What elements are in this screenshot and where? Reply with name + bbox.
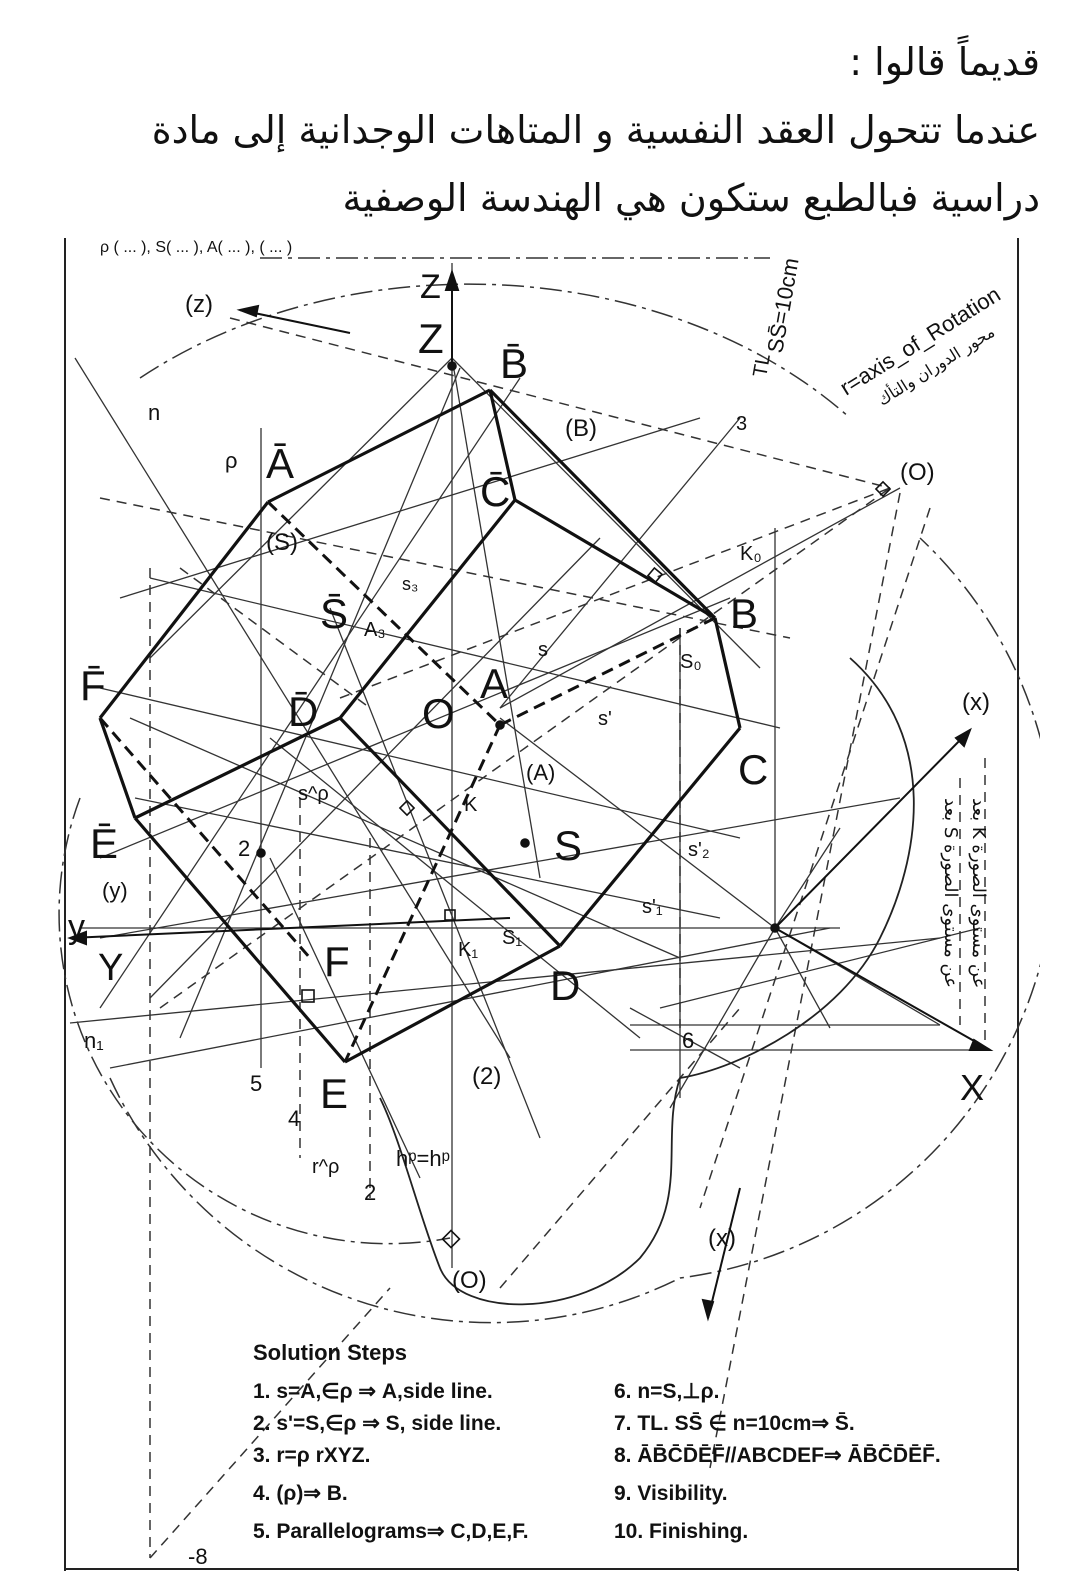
label-S-paren: (S) <box>266 529 298 556</box>
label-s: s <box>538 639 548 661</box>
label-Z: Z <box>418 315 444 362</box>
label-SS-10cm: SS̄=10cm <box>762 256 803 355</box>
label-K0: K₀ <box>740 543 762 565</box>
rotation-arcs <box>58 257 1040 1324</box>
label-E-bar: Ē <box>90 820 118 867</box>
label-F-bar: F̄ <box>80 662 106 709</box>
step-4: 4. (ρ)⇒ B. <box>253 1482 348 1505</box>
label-D: D <box>550 962 580 1009</box>
label-S-bar: S̄ <box>320 590 348 637</box>
label-6: 6 <box>682 1028 694 1053</box>
step-10: 10. Finishing. <box>614 1520 748 1543</box>
label-4: 4 <box>288 1106 300 1131</box>
label-X: X <box>960 1067 984 1108</box>
label-r-rho: r^ρ <box>312 1156 339 1178</box>
label-2-paren: (2) <box>472 1063 501 1090</box>
label-K1: K₁ <box>458 939 478 961</box>
steps-title: Solution Steps <box>253 1340 407 1365</box>
label-s2-prime: s'₂ <box>688 839 710 861</box>
label-x-paren-low: (x) <box>708 1225 736 1252</box>
label-h-equal: hᵖ=hᵖ <box>396 1146 450 1171</box>
label-B-paren: (B) <box>565 415 597 442</box>
label-z-small: (z) <box>185 291 213 318</box>
dashed-construction <box>99 317 986 1559</box>
label-dist-S: بعد S عن مستوى الصورة <box>940 798 961 988</box>
label-n: n <box>148 400 160 425</box>
label-B: B <box>730 590 758 637</box>
label-n1: n₁ <box>84 1028 104 1053</box>
label-O-paren: (O) <box>452 1267 487 1294</box>
step-2: 2. s'=S,∈ρ ⇒ S, side line. <box>253 1412 501 1435</box>
axes <box>67 268 994 1322</box>
label-S1: S₁ <box>502 927 522 949</box>
profile-curve <box>379 657 915 1306</box>
step-1: 1. s=A,∈ρ ⇒ A,side line. <box>253 1380 493 1403</box>
descriptive-geometry-drawing: ρ ( ... ), S( ... ), A( ... ), ( ... ) (… <box>40 238 1040 1571</box>
label-Z-top: Z <box>420 268 441 306</box>
label-A-bar: Ā <box>266 440 294 487</box>
arabic-caption: قديماً قالوا : عندما تتحول العقد النفسية… <box>40 28 1040 232</box>
label-TL: TL <box>749 352 775 379</box>
label-F: F <box>324 938 350 985</box>
label-S: S <box>554 822 582 869</box>
geometry-labels: ρ ( ... ), S( ... ), A( ... ), ( ... ) (… <box>68 239 1005 1569</box>
label-top-clip: ρ ( ... ), S( ... ), A( ... ), ( ... ) <box>100 239 292 256</box>
label-K: K <box>464 794 478 816</box>
markers <box>256 361 892 1249</box>
step-3: 3. r=ρ rXYZ. <box>253 1444 370 1467</box>
construction-lines <box>69 263 991 1268</box>
label-y: y <box>68 908 85 946</box>
label-S0: S₀ <box>680 651 702 673</box>
label-A: A <box>480 660 508 707</box>
label-C-bar: C̄ <box>480 468 510 515</box>
drawing-frame <box>64 238 1019 1571</box>
label-C: C <box>738 746 768 793</box>
label-dist-K: بعد K عن مستوى الصورة <box>968 798 989 988</box>
solution-steps: Solution Steps 1. s=A,∈ρ ⇒ A,side line. … <box>253 1340 941 1543</box>
label-x-paren-top: (x) <box>962 689 990 716</box>
label-s3: s₃ <box>402 574 418 594</box>
label-Y: Y <box>98 947 123 989</box>
label-A3: A₃ <box>364 619 385 641</box>
label-2-bottom: 2 <box>364 1180 376 1205</box>
label-5: 5 <box>250 1071 262 1096</box>
label-3: 3 <box>736 413 747 435</box>
label-O-paren-top: (O) <box>900 459 935 486</box>
label-s1-prime: s'₁ <box>642 896 663 918</box>
label-2: 2 <box>238 836 250 861</box>
caption-line-1: قديماً قالوا : <box>849 40 1040 84</box>
step-8: 8. ĀB̄C̄D̄ĒF̄//ABCDEF⇒ ĀB̄C̄D̄ĒF̄. <box>614 1444 941 1467</box>
step-7: 7. TL. SS̄ ∈ n=10cm⇒ S̄. <box>614 1412 855 1435</box>
step-9: 9. Visibility. <box>614 1482 728 1505</box>
caption-line-3: دراسية فبالطبع ستكون هي الهندسة الوصفية <box>342 176 1040 220</box>
label-A-paren: (A) <box>526 760 555 785</box>
label-rho-v: ρ <box>225 448 238 473</box>
label-s-prime: s' <box>598 708 612 730</box>
label-O: O <box>422 690 455 737</box>
caption-line-2: عندما تتحول العقد النفسية و المتاهات الو… <box>151 108 1040 152</box>
label-B-bar: B̄ <box>500 340 528 387</box>
hidden-edges <box>98 500 716 1063</box>
main-solid-outline <box>98 388 742 1064</box>
label-s-rho: s^ρ <box>298 783 329 805</box>
label-minus-8: -8 <box>188 1544 208 1569</box>
label-D-bar: D̄ <box>288 688 318 735</box>
label-y-paren: (y) <box>102 878 128 903</box>
step-6: 6. n=S,⊥ρ. <box>614 1380 719 1403</box>
label-E: E <box>320 1070 348 1117</box>
step-5: 5. Parallelograms⇒ C,D,E,F. <box>253 1520 529 1543</box>
